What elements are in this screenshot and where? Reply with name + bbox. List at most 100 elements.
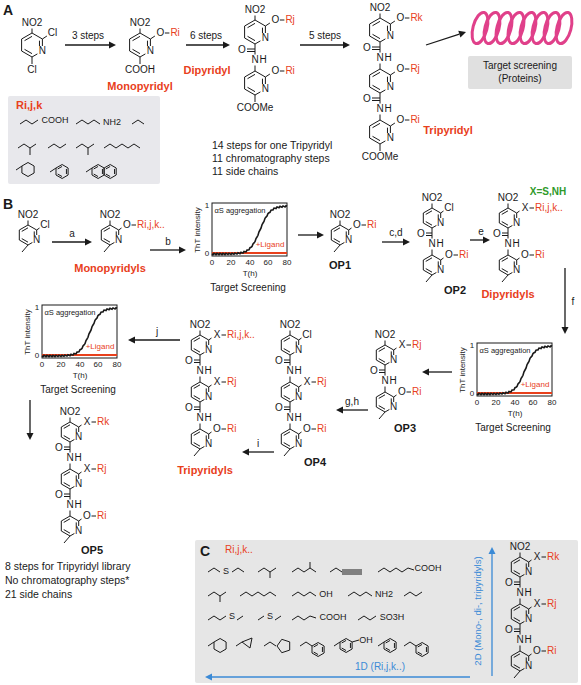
bond-line	[28, 221, 29, 226]
side-chain	[18, 144, 30, 148]
plot-text: 1	[205, 202, 209, 210]
bond-line	[380, 14, 381, 19]
bond-line	[94, 174, 98, 177]
reaction-arrow	[249, 451, 274, 452]
plot-text: 0	[210, 259, 214, 267]
bond-line	[248, 23, 255, 27]
nitro-label: NO2	[510, 542, 531, 552]
substituent-label: Rj	[285, 15, 294, 25]
bond-line	[441, 211, 444, 213]
bond-line	[508, 204, 509, 209]
bond-line	[529, 560, 532, 562]
arrow-head	[336, 407, 343, 414]
bond-line	[102, 169, 103, 174]
bond-line	[133, 36, 140, 40]
ring-nitrogen: N	[386, 133, 395, 143]
substituent-label: Rk	[410, 13, 422, 23]
amide-hydrogen: H	[259, 55, 266, 65]
side-chain	[86, 168, 92, 172]
arrow-head	[223, 42, 230, 49]
bond-line	[194, 396, 200, 400]
bond-line	[520, 599, 521, 605]
protein-helix	[541, 11, 563, 46]
substituent-label: Rj	[227, 377, 236, 387]
substituent-label: Ri	[547, 646, 556, 656]
side-chain	[237, 616, 243, 620]
side-chain	[208, 568, 220, 572]
side-chain	[208, 642, 214, 646]
bond-line	[58, 166, 62, 169]
plot-text: T(h)	[243, 270, 258, 278]
atom-label: X	[214, 330, 221, 340]
bond-line	[312, 382, 317, 383]
atom-label: X	[84, 464, 91, 474]
side-chain	[292, 592, 316, 596]
ring-nitrogen: N	[524, 614, 533, 624]
bond-line	[407, 392, 412, 393]
bond-line	[194, 449, 200, 456]
atom-label: O	[521, 250, 529, 260]
bond-line	[426, 211, 432, 215]
plot-text: 1	[35, 304, 39, 312]
bond-line	[514, 618, 520, 622]
plot-text: 80	[283, 259, 292, 267]
arrow-head	[489, 547, 496, 554]
screening-box: Target screening (Proteins)	[468, 56, 572, 89]
reaction-arrow	[52, 241, 85, 242]
side-chain	[378, 642, 384, 646]
bond-line	[58, 174, 62, 177]
bond-line	[342, 640, 346, 643]
bond-line	[220, 592, 226, 596]
bond-line	[284, 432, 290, 436]
carbonyl-oxygen: O	[185, 403, 193, 413]
compound-name: OP4	[304, 457, 326, 468]
reaction-arrow	[29, 400, 30, 433]
protein-helix	[493, 11, 515, 46]
bond-line	[88, 148, 89, 155]
reagent-letter: c,d	[389, 228, 402, 238]
bond-line	[514, 629, 520, 630]
bond-line	[372, 100, 380, 101]
side-chain	[236, 642, 242, 646]
plot-text: T(h)	[508, 410, 523, 418]
bond-line	[32, 57, 33, 64]
bond-line	[247, 49, 255, 50]
ring-nitrogen: N	[524, 661, 533, 671]
bond-line	[255, 16, 256, 21]
plot-text: 40	[76, 361, 85, 369]
ring-nitrogen: N	[389, 355, 398, 365]
side-chain	[404, 642, 416, 646]
bond-line	[284, 338, 290, 342]
bond-line	[22, 228, 28, 232]
bond-line	[502, 211, 508, 215]
protein-helix	[553, 11, 575, 46]
ring-nitrogen: N	[32, 235, 41, 245]
bond-line	[322, 647, 323, 652]
nitro-label: NO2	[330, 210, 351, 220]
bond-line	[334, 239, 340, 243]
side-chain	[76, 120, 100, 124]
ring-nitrogen: N	[74, 479, 83, 489]
amide-hydrogen: H	[204, 413, 211, 423]
arrow-head	[85, 239, 92, 246]
bond-line	[79, 425, 82, 427]
bond-line	[299, 338, 302, 340]
amide-hydrogen: H	[294, 366, 301, 376]
bond-line	[290, 377, 291, 383]
bond-line	[394, 348, 397, 350]
amide-nitrogen: N	[375, 104, 384, 114]
bond-line	[265, 23, 270, 26]
atom-label: O	[272, 15, 280, 25]
arrow-head	[317, 232, 324, 239]
substituent-label: Ri,j,k..	[137, 220, 165, 230]
note-text: 21 side chains	[5, 589, 72, 600]
plot-text: Target Screening	[475, 423, 551, 433]
panel-text: C	[200, 544, 210, 558]
side-chain-group: S	[267, 612, 273, 621]
substituent-label: Ri	[459, 250, 468, 260]
side-chain-group: NH2	[103, 118, 121, 127]
aggregation-curve	[212, 206, 287, 255]
plot-text: 20	[57, 361, 66, 369]
bond-line	[380, 64, 381, 70]
bond-line	[194, 409, 200, 410]
